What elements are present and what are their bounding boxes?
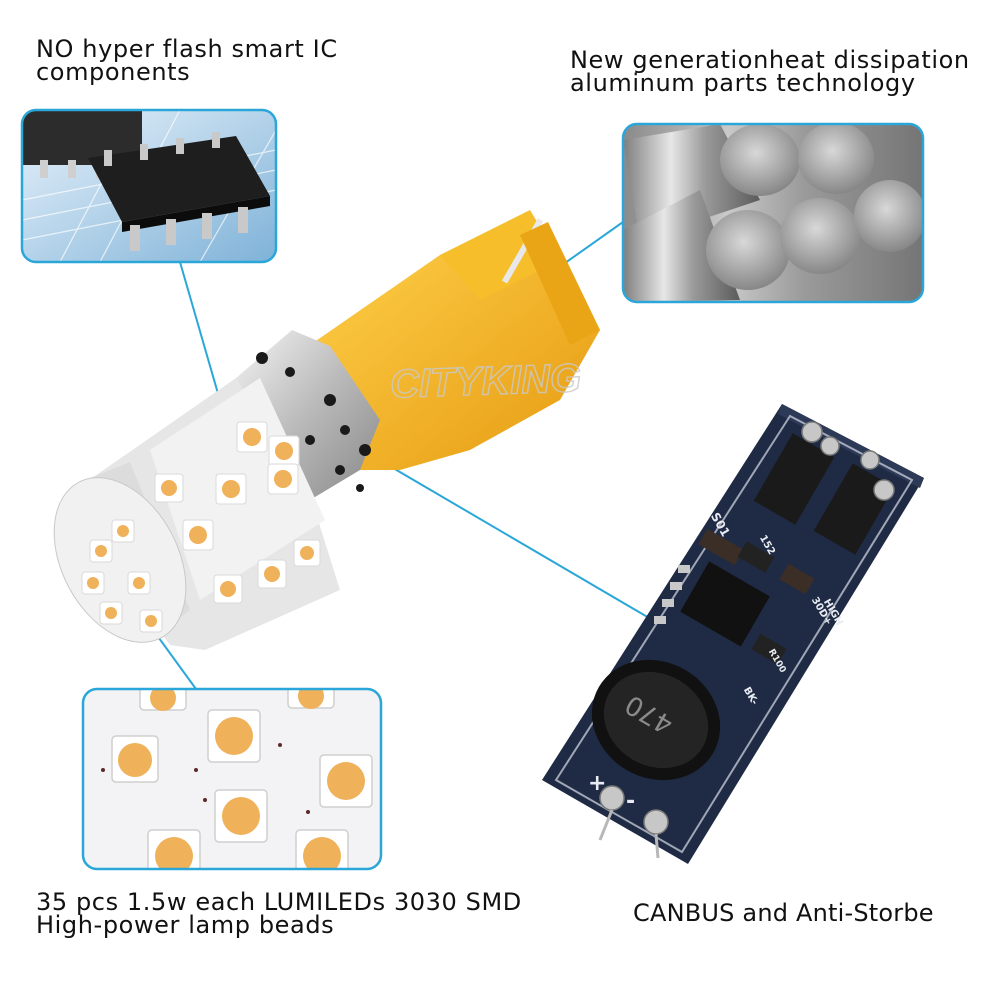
canbus-caption-line1: CANBUS and Anti-Storbe <box>633 899 934 927</box>
driver-board-icon: 470 S01 152 30D+ HIGH BK- R100 + - <box>542 404 924 864</box>
aluminum-caption: New generationheat dissipation aluminum … <box>570 46 970 97</box>
svg-text:-: - <box>626 789 635 814</box>
led-array <box>81 421 321 633</box>
ic-chip-icon <box>20 108 278 264</box>
collar-vent-holes <box>256 352 371 492</box>
aluminum-rods-icon <box>621 122 925 304</box>
ic-caption-line1: NO hyper flash smart IC <box>36 35 338 63</box>
led-beads-icon <box>81 687 383 871</box>
canbus-caption: CANBUS and Anti-Storbe <box>633 899 934 927</box>
led-caption-line2: High-power lamp beads <box>36 911 335 939</box>
led-caption-line1: 35 pcs 1.5w each LUMILEDs 3030 SMD <box>36 888 522 916</box>
aluminum-caption-line2: aluminum parts technology <box>570 69 916 97</box>
ic-caption: NO hyper flash smart IC components <box>36 35 338 86</box>
ic-caption-line2: components <box>36 58 191 86</box>
watermark: CITYKING <box>389 356 582 407</box>
aluminum-caption-line1: New generationheat dissipation <box>570 46 970 74</box>
svg-text:+: + <box>588 771 606 796</box>
led-caption: 35 pcs 1.5w each LUMILEDs 3030 SMD High-… <box>36 888 522 939</box>
led-bulb-image <box>53 210 600 650</box>
